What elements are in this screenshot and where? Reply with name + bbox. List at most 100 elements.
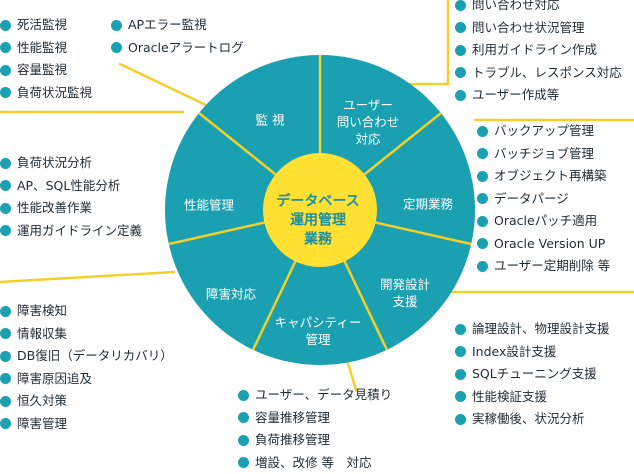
list-item: SQLチューニング支援 — [455, 363, 610, 386]
list-capacity: ユーザー、データ見積り容量推移管理負荷推移管理増設、改修 等 対応 — [238, 384, 392, 474]
segment-label-capacity: キャパシティー 管理 — [275, 314, 362, 348]
list-item-text: SQLチューニング支援 — [472, 363, 597, 386]
bullet-dot-icon — [477, 193, 488, 204]
list-item-text: 障害検知 — [17, 300, 67, 323]
list-item: Index設計支援 — [455, 341, 610, 364]
list-item: ユーザー作成等 — [455, 84, 622, 107]
segment-label-line: 支援 — [380, 293, 430, 310]
segment-label-line: 性能管理 — [184, 197, 234, 214]
list-item-text: Oracleアラートログ — [128, 37, 244, 60]
bullet-dot-icon — [0, 20, 11, 31]
list-item-text: バックアップ管理 — [494, 120, 594, 143]
list-item: Oracleアラートログ — [111, 37, 244, 60]
list-item-text: 負荷推移管理 — [255, 429, 330, 452]
list-item-text: 容量監視 — [17, 59, 67, 82]
list-item: バックアップ管理 — [477, 120, 610, 143]
list-item-text: APエラー監視 — [128, 14, 207, 37]
center-line: データベース — [276, 193, 359, 212]
list-item: 負荷推移管理 — [238, 429, 392, 452]
segment-label-monitoring: 監 視 — [256, 112, 285, 129]
bullet-dot-icon — [0, 42, 11, 53]
list-item-text: 利用ガイドライン作成 — [472, 39, 597, 62]
list-item-text: 負荷状況分析 — [17, 152, 92, 175]
list-item: 容量監視 — [0, 59, 92, 82]
list-item: 性能検証支援 — [455, 386, 610, 409]
segment-label-performance: 性能管理 — [184, 197, 234, 214]
bullet-dot-icon — [455, 346, 466, 357]
list-item-text: ユーザー定期削除 等 — [494, 255, 610, 278]
bullet-dot-icon — [0, 65, 11, 76]
list-item: データパージ — [477, 188, 610, 211]
list-item: 恒久対策 — [0, 390, 173, 413]
list-item-text: 性能監視 — [17, 37, 67, 60]
list-item-text: 死活監視 — [17, 14, 67, 37]
segment-label-line: 定期業務 — [403, 196, 453, 213]
bullet-dot-icon — [0, 306, 11, 317]
bullet-dot-icon — [0, 351, 11, 362]
connector-user-inquiry — [392, 0, 448, 84]
bullet-dot-icon — [455, 369, 466, 380]
segment-label-line: ユーザー — [337, 97, 400, 114]
list-item: バッチジョブ管理 — [477, 143, 610, 166]
connector-monitoring — [120, 64, 208, 106]
list-item-text: 実稼働後、状況分析 — [472, 408, 585, 431]
center-line: 業務 — [276, 231, 359, 250]
list-item: 論理設計、物理設計支援 — [455, 318, 610, 341]
list-item: APエラー監視 — [111, 14, 244, 37]
list-item: 性能監視 — [0, 37, 92, 60]
segment-label-line: 問い合わせ — [337, 114, 400, 131]
bullet-dot-icon — [455, 22, 466, 33]
list-item-text: AP、SQL性能分析 — [17, 175, 120, 198]
bullet-dot-icon — [477, 148, 488, 159]
bullet-dot-icon — [238, 457, 249, 468]
list-item-text: 容量推移管理 — [255, 407, 330, 430]
list-item: 問い合わせ状況管理 — [455, 17, 622, 40]
list-item-text: ユーザー、データ見積り — [255, 384, 392, 407]
list-item: 実稼働後、状況分析 — [455, 408, 610, 431]
list-item: 性能改善作業 — [0, 197, 142, 220]
bullet-dot-icon — [455, 90, 466, 101]
list-item: Oracleパッチ適用 — [477, 210, 610, 233]
bullet-dot-icon — [0, 225, 11, 236]
list-item: 障害検知 — [0, 300, 173, 323]
list-item-text: ユーザー作成等 — [472, 84, 559, 107]
list-item-text: 問い合わせ状況管理 — [472, 17, 585, 40]
list-item-text: 論理設計、物理設計支援 — [472, 318, 610, 341]
list-item: 障害管理 — [0, 413, 173, 436]
bullet-dot-icon — [0, 328, 11, 339]
list-item: ユーザー定期削除 等 — [477, 255, 610, 278]
list-item: 容量推移管理 — [238, 407, 392, 430]
list-item: トラブル、レスポンス対応 — [455, 62, 622, 85]
bullet-dot-icon — [477, 126, 488, 137]
bullet-dot-icon — [455, 324, 466, 335]
list-item: AP、SQL性能分析 — [0, 175, 142, 198]
bullet-dot-icon — [455, 45, 466, 56]
list-item-text: DB復旧（データリカバリ） — [17, 345, 173, 368]
list-item-text: 障害原因追及 — [17, 368, 92, 391]
bullet-dot-icon — [0, 203, 11, 214]
bullet-dot-icon — [0, 180, 11, 191]
bullet-dot-icon — [0, 418, 11, 429]
bullet-dot-icon — [238, 390, 249, 401]
segment-label-line: 監 視 — [256, 112, 285, 129]
bullet-dot-icon — [455, 67, 466, 78]
list-item-text: 問い合わせ対応 — [472, 0, 560, 17]
segment-label-incident: 障害対応 — [206, 286, 256, 303]
bullet-dot-icon — [477, 238, 488, 249]
list-item-text: データパージ — [494, 188, 569, 211]
segment-label-line: 開発設計 — [380, 276, 430, 293]
list-item-text: 性能検証支援 — [472, 386, 547, 409]
list-item-text: 障害管理 — [17, 413, 67, 436]
list-item-text: トラブル、レスポンス対応 — [472, 62, 622, 85]
list-item-text: 運用ガイドライン定義 — [17, 220, 142, 243]
segment-label-dev-design: 開発設計 支援 — [380, 276, 430, 310]
bullet-dot-icon — [477, 216, 488, 227]
list-monitoring-a: 死活監視性能監視容量監視負荷状況監視 — [0, 14, 92, 104]
list-item: Oracle Version UP — [477, 233, 610, 256]
bullet-dot-icon — [455, 414, 466, 425]
bullet-dot-icon — [455, 391, 466, 402]
